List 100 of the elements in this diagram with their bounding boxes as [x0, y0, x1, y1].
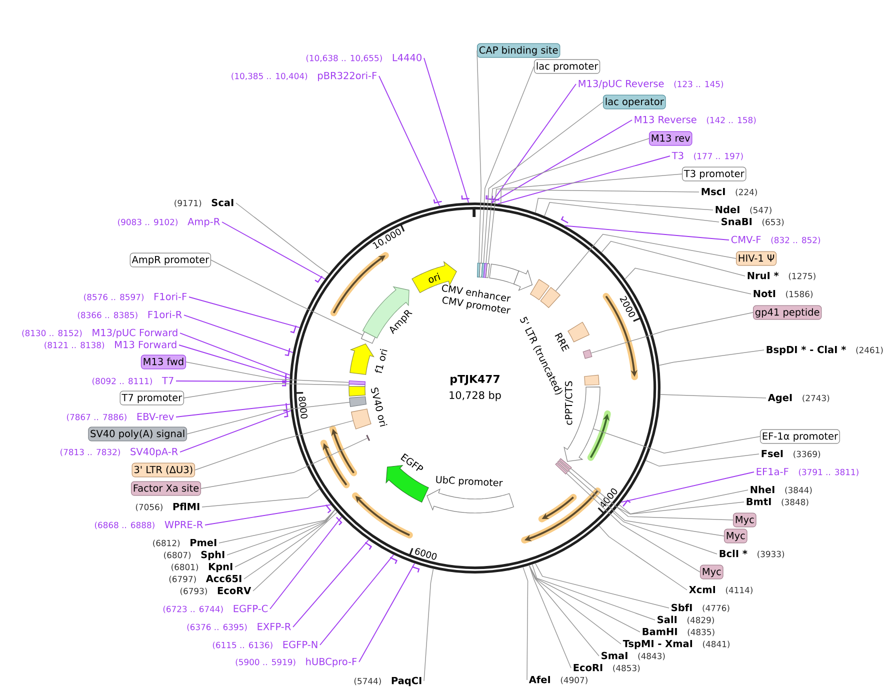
leader-line	[226, 509, 336, 556]
leader-line	[234, 509, 336, 568]
primer-label: (6115 .. 6136) EGFP-N	[212, 640, 318, 650]
site-label: BclI * (3933)	[720, 550, 784, 558]
leader-line	[378, 76, 440, 206]
leader-line	[601, 240, 746, 276]
leader-line	[590, 312, 754, 354]
leader-line	[178, 344, 290, 379]
feature-box	[360, 331, 376, 344]
site-label: (5744) PaqCI	[354, 676, 422, 686]
leader-line	[483, 102, 604, 264]
leader-line	[202, 488, 320, 508]
feature-tag: T3 promoter	[682, 166, 746, 182]
leader-line	[616, 502, 744, 515]
feature-tag: gp41 peptide	[753, 305, 822, 320]
site-label: SalI (4829)	[658, 616, 714, 624]
leader-line	[270, 516, 342, 610]
site-label: NheI (3844)	[750, 486, 812, 494]
node-label: cPPT/CTS	[564, 381, 574, 425]
feature-tag: Myc	[700, 564, 724, 580]
primer-label: (9083 .. 9102) Amp-R	[118, 218, 220, 228]
leader-line	[184, 314, 294, 354]
primer-label: (8366 .. 8385) F1ori-R	[78, 310, 182, 320]
leader-line	[292, 540, 370, 628]
feature-tag: T7 promoter	[120, 390, 184, 406]
leader-line	[180, 332, 290, 376]
leader-line	[645, 454, 760, 467]
leader-line	[222, 222, 326, 280]
site-label: (6793) EcoRV	[180, 586, 252, 596]
leader-line	[532, 564, 656, 620]
leader-line	[186, 362, 350, 383]
site-label: XcmI (4114)	[689, 586, 752, 594]
leader-line	[564, 225, 730, 240]
site-label: SmaI (4843)	[602, 652, 665, 660]
feature-tag: Factor Xa site	[131, 481, 201, 496]
leader-line	[598, 525, 688, 590]
leader-line	[528, 565, 600, 656]
site-label: TspMI - XmaI (4841)	[622, 640, 730, 650]
primer-label: (10,385 .. 10,404) pBR322ori-F	[232, 72, 377, 82]
leader-line	[490, 120, 632, 204]
feature-tag: SV40 poly(A) signal	[88, 426, 187, 442]
site-label: (6812) PmeI	[153, 538, 216, 548]
primer-label: (6723 .. 6744) EGFP-C	[163, 604, 268, 614]
feature-box	[349, 396, 367, 407]
leader-line	[180, 410, 292, 452]
leader-line	[568, 470, 724, 536]
leader-line	[528, 565, 572, 668]
leader-line	[176, 380, 290, 382]
leader-line	[188, 296, 300, 328]
feature-box	[559, 458, 572, 470]
leader-line	[658, 350, 764, 366]
leader-line	[488, 174, 682, 264]
feature-bar	[366, 434, 370, 441]
leader-line	[535, 198, 714, 213]
leader-line	[522, 566, 528, 680]
leader-line	[490, 84, 576, 204]
leader-line	[184, 383, 350, 398]
feature-tag: HIV-1 Ψ	[736, 251, 777, 266]
feature-box	[348, 380, 366, 385]
leader-line	[620, 472, 754, 503]
primer-label: (8576 .. 8597) F1ori-F	[84, 292, 187, 302]
leader-line	[200, 438, 368, 489]
primer-label: M13/pUC Reverse (123 .. 145)	[578, 80, 724, 90]
site-label: AgeI (2743)	[768, 394, 830, 404]
leader-line	[476, 50, 482, 264]
node-label: f1 ori	[374, 348, 388, 373]
leader-line	[566, 473, 700, 572]
leader-line	[204, 504, 332, 526]
feature-tag: CAP binding site	[477, 43, 560, 58]
feature-box	[350, 408, 372, 430]
primer-label: (8121 .. 8138) M13 Forward	[44, 340, 176, 350]
leader-line	[624, 268, 752, 294]
node-label: UbC promoter	[436, 476, 503, 486]
primer-label: M13 Reverse (142 .. 158)	[634, 116, 756, 124]
leader-line	[593, 428, 760, 454]
leader-line	[528, 565, 640, 632]
leader-line	[252, 512, 338, 592]
primer-label: (8092 .. 8111) T7	[92, 376, 174, 386]
primer-label: (6376 .. 6395) EXFP-R	[187, 622, 291, 632]
tick-label: 8000	[298, 396, 308, 418]
leader-line	[480, 66, 534, 264]
leader-line	[528, 565, 622, 644]
leader-line	[424, 568, 434, 682]
site-label: BspDI * - ClaI * (2461)	[766, 346, 883, 356]
feature-tag: M13 rev	[649, 131, 692, 146]
site-label: (6807) SphI	[164, 550, 224, 560]
primer-label: (8130 .. 8152) M13/pUC Forward	[22, 328, 178, 338]
site-label: SnaBI (653)	[722, 218, 784, 226]
primer-label: (7813 .. 7832) SV40pA-R	[60, 448, 178, 458]
primer-label: CMV-F (832 .. 852)	[731, 236, 820, 244]
leader-line	[194, 420, 354, 470]
site-label: NdeI (547)	[716, 206, 772, 214]
feature-tag: AmpR promoter	[130, 252, 211, 268]
leader-line	[618, 490, 748, 514]
leader-line	[535, 563, 670, 608]
leader-line	[424, 58, 469, 204]
leader-line	[210, 260, 363, 336]
leader-line	[497, 156, 670, 204]
leader-line	[570, 468, 734, 520]
tick-label: 6000	[415, 548, 437, 560]
